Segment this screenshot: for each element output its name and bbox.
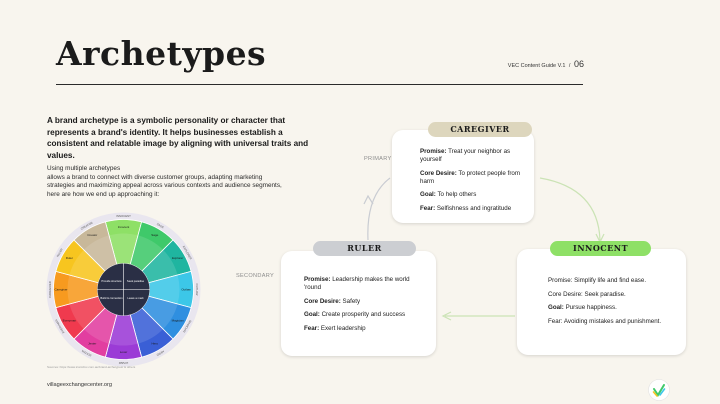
wheel-segment-inner bbox=[83, 307, 117, 344]
wheel-outer-label: EVERYMAN bbox=[54, 319, 65, 335]
wheel-outer-label: SAGE bbox=[156, 222, 165, 229]
primary-label: PRIMARY bbox=[364, 156, 392, 162]
arrow-ruler-to-caregiver bbox=[367, 177, 391, 241]
wheel-outer-label: LOVER bbox=[119, 361, 128, 365]
wheel-segment-label: Lover bbox=[120, 350, 128, 354]
wheel-segment-label: Jester bbox=[88, 341, 96, 345]
brand-logo-icon bbox=[648, 379, 670, 401]
sources-note: Sources: https://www.iconicfox.com.au/br… bbox=[47, 365, 136, 369]
wheel-segment-inner bbox=[141, 296, 178, 330]
innocent-card: Promise: Simplify life and find ease. Co… bbox=[517, 249, 686, 355]
wheel-quadrant-label: Build & connection bbox=[100, 296, 123, 300]
wheel-outer-label: EXPLORER bbox=[182, 245, 193, 260]
wheel-segment-inner bbox=[109, 233, 138, 265]
ruler-pill: RULER bbox=[313, 241, 416, 256]
wheel-outer-label: INNOCENT bbox=[116, 214, 131, 218]
caregiver-fear: Fear: Selfishness and ingratitude bbox=[420, 204, 512, 212]
wheel-segment-label: Outlaw bbox=[181, 287, 191, 291]
page-title: Archetypes bbox=[56, 34, 267, 73]
wheel-segment-label: Hero bbox=[151, 341, 158, 345]
header-divider bbox=[56, 84, 583, 85]
secondary-label: SECONDARY bbox=[236, 273, 275, 279]
caregiver-desire: Core Desire: To protect people from harm bbox=[420, 169, 520, 185]
wheel-outer-label: CAREGIVER bbox=[48, 281, 52, 297]
caregiver-goal: Goal: To help others bbox=[420, 191, 477, 198]
wheel-outer-label: RULER bbox=[56, 248, 64, 258]
caregiver-pill: CAREGIVER bbox=[428, 122, 532, 137]
caregiver-card: Promise: Treat your neighbor as yourself… bbox=[392, 130, 534, 223]
intro-definition: A brand archetype is a symbolic personal… bbox=[47, 116, 309, 160]
wheel-outer-label: JESTER bbox=[81, 349, 92, 358]
using-body: allows a brand to connect with diverse c… bbox=[47, 173, 282, 198]
wheel-segment-inner bbox=[130, 235, 164, 272]
arrow-head-ruler bbox=[441, 311, 452, 321]
footer-url[interactable]: villageexchangecenter.org bbox=[47, 382, 112, 388]
wheel-segment-inner bbox=[141, 249, 178, 283]
doc-name: VEC Content Guide V.1 bbox=[507, 63, 566, 69]
doc-tag: VEC Content Guide V.1 / 06 bbox=[508, 59, 584, 69]
wheel-segment-label: Innocent bbox=[118, 225, 130, 229]
wheel-segment-label: Explorer bbox=[172, 256, 183, 260]
wheel-quadrant-label: Provide structure bbox=[101, 279, 122, 283]
wheel-segment-inner bbox=[69, 249, 106, 283]
wheel-segment-label: Caregiver bbox=[54, 287, 67, 291]
ruler-card: Promise: Leadership makes the world 'rou… bbox=[281, 251, 436, 356]
ruler-goal: Goal: Create prosperity and success bbox=[304, 311, 406, 318]
wheel-segment-inner bbox=[130, 307, 164, 344]
innocent-desire: Core Desire: Seek paradise. bbox=[548, 290, 626, 298]
wheel-segment-inner bbox=[109, 314, 138, 346]
wheel-segment-inner bbox=[83, 235, 117, 272]
wheel-outer-label: MAGICIAN bbox=[182, 319, 192, 333]
ruler-fear: Fear: Exert leadership bbox=[304, 324, 366, 332]
wheel-segment-label: Everyman bbox=[63, 319, 77, 323]
wheel-segment-label: Magician bbox=[172, 319, 184, 323]
doc-separator: / bbox=[568, 63, 571, 69]
using-archetypes-text: Using multiple archetypes allows a brand… bbox=[47, 165, 287, 199]
wheel-segment-label: Ruler bbox=[66, 256, 73, 260]
innocent-fear: Fear: Avoiding mistakes and punishment. bbox=[548, 317, 662, 325]
wheel-outer-label: HERO bbox=[155, 350, 165, 358]
ruler-desire: Core Desire: Safety bbox=[304, 297, 361, 305]
wheel-segment-label: Sage bbox=[151, 233, 158, 237]
page-number: 06 bbox=[573, 59, 584, 69]
wheel-quadrant-label: Leave a mark bbox=[127, 296, 144, 300]
wheel-outer-label: OUTLAW bbox=[195, 284, 199, 296]
ruler-promise: Promise: Leadership makes the world 'rou… bbox=[304, 276, 410, 291]
wheel-outer-label: CREATOR bbox=[80, 221, 94, 231]
wheel-segment-inner bbox=[69, 296, 106, 330]
innocent-pill: INNOCENT bbox=[550, 241, 651, 256]
archetype-wheel: INNOCENT Innocent SAGE SageEXPLORERExplorer… bbox=[46, 212, 201, 367]
wheel-segment-inner bbox=[148, 275, 180, 304]
caregiver-promise: Promise: Treat your neighbor as yourself bbox=[420, 148, 511, 163]
arrow-caregiver-to-innocent bbox=[539, 177, 601, 241]
wheel-segment-inner bbox=[67, 275, 99, 304]
using-title: Using multiple archetypes bbox=[47, 165, 121, 172]
wheel-quadrant-label: Seek paradise bbox=[127, 279, 145, 283]
innocent-goal: Goal: Pursue happiness. bbox=[548, 304, 617, 311]
arrow-head-caregiver bbox=[363, 194, 374, 205]
innocent-promise: Promise: Simplify life and find ease. bbox=[548, 277, 647, 284]
wheel-segment-label: Creator bbox=[87, 233, 97, 237]
